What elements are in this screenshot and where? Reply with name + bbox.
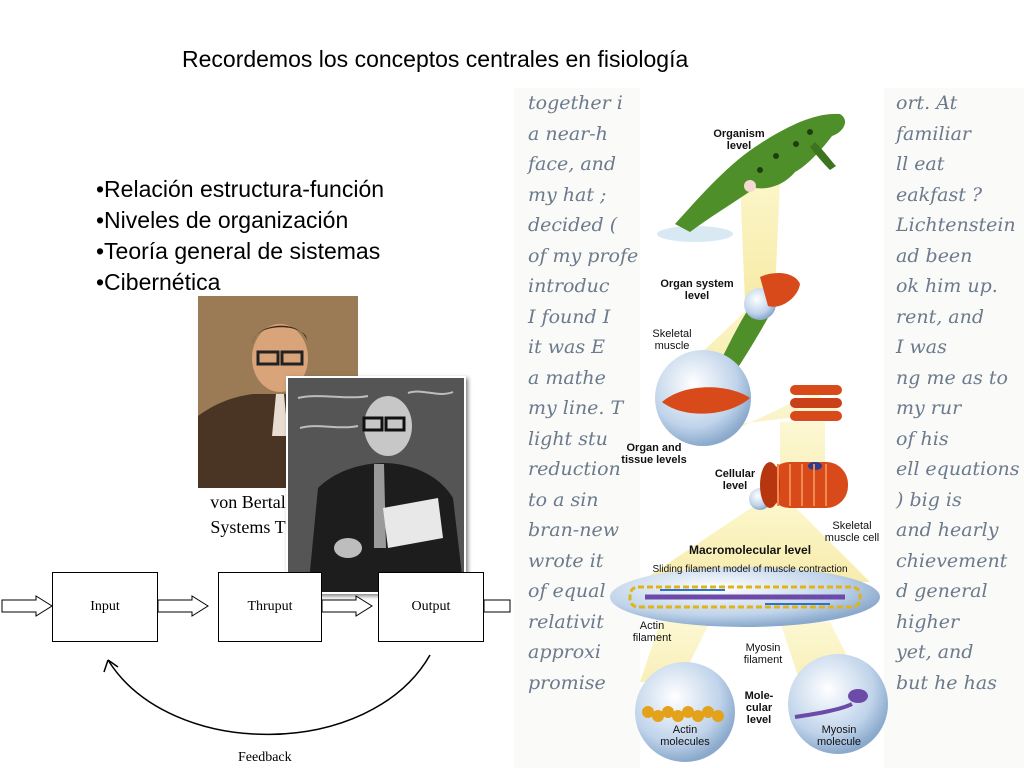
bullet-structure-function: •Relación estructura-función <box>96 176 385 202</box>
handwriting-line: of my profe <box>528 244 639 267</box>
label-sliding-filament-model: Sliding filament model of muscle contrac… <box>652 564 848 575</box>
handwriting-line: my line. T <box>528 397 624 419</box>
handwriting-line: yet, and <box>896 641 974 663</box>
output-box: Output <box>378 572 484 642</box>
handwriting-line: d general <box>896 580 988 602</box>
bertalanffy-caption-line2: Systems T <box>210 517 286 537</box>
bertalanffy-caption-line1: von Bertal <box>210 492 286 512</box>
label-cellular-level: Cellular level <box>714 468 756 492</box>
handwriting-line: decided ( <box>528 214 618 236</box>
label-organ-system-level: Organ system level <box>660 278 734 302</box>
handwriting-line: of equal <box>528 580 606 602</box>
handwriting-line: wrote it <box>528 549 604 572</box>
handwriting-line: introduc <box>528 275 610 297</box>
label-organism-level: Organism level <box>713 128 765 152</box>
handwriting-line: ell equations <box>896 458 1020 480</box>
handwriting-line: ll eat <box>896 153 945 175</box>
handwriting-line: my rur <box>896 397 962 419</box>
organization-levels-figure: Organism level Organ system level Skelet… <box>600 92 890 768</box>
zoom-beam <box>640 502 870 582</box>
handwriting-line: light stu <box>528 427 608 450</box>
input-arrow <box>1 595 53 617</box>
muscle-organ-sphere <box>655 350 751 446</box>
handwriting-line: relativit <box>528 610 604 633</box>
handwriting-line: it was E <box>528 336 606 358</box>
handwriting-line: a near-h <box>528 122 608 145</box>
handwriting-line: of his <box>896 427 949 450</box>
feedback-label: Feedback <box>238 750 292 765</box>
zoom-beam <box>640 622 710 682</box>
handwriting-line: together i <box>528 92 623 114</box>
label-myosin-molecule: Myosin molecule <box>816 724 862 748</box>
handwriting-line: reduction <box>528 458 621 480</box>
bullet-organization-levels: •Niveles de organización <box>96 207 349 233</box>
thruput-label: Thruput <box>247 599 293 614</box>
handwriting-line: I found I <box>528 305 611 328</box>
handwriting-line: ad been <box>896 244 973 267</box>
bertalanffy-caption: von Bertal Systems T <box>198 490 298 540</box>
muscle-tissue-bundle <box>790 385 842 421</box>
leg-muscle-illustration <box>720 272 800 372</box>
label-skeletal-muscle-cell: Skeletal muscle cell <box>824 520 880 544</box>
handwriting-line: promise <box>528 671 606 694</box>
output-label: Output <box>411 599 451 614</box>
label-macromolecular-level: Macromolecular level <box>688 543 812 557</box>
organization-levels-illustration <box>610 113 888 762</box>
handwriting-line: face, and <box>528 153 617 175</box>
bullet-list: •Relación estructura-función •Niveles de… <box>96 174 384 298</box>
thruput-arrow <box>157 595 209 617</box>
handwriting-line: familiar <box>896 122 972 145</box>
handwriting-line: ort. At <box>896 92 958 114</box>
label-actin-molecules: Actin molecules <box>660 724 710 748</box>
thruput-box: Thruput <box>218 572 322 642</box>
bullet-systems-theory: •Teoría general de sistemas <box>96 238 381 264</box>
label-skeletal-muscle: Skeletal muscle <box>652 328 692 352</box>
input-box: Input <box>52 572 158 642</box>
myosin-molecule-sphere <box>788 654 888 754</box>
label-organ-tissue-levels: Organ and tissue levels <box>621 442 687 466</box>
slide-title: Recordemos los conceptos centrales en fi… <box>182 46 689 72</box>
handwriting-line: ng me as to <box>896 366 1008 389</box>
muscle-cell-illustration <box>749 462 848 510</box>
output-arrow <box>321 595 373 617</box>
handwriting-line: ok him up. <box>896 275 998 297</box>
handwriting-line: bran-new <box>528 519 619 541</box>
handwriting-line: but he has <box>896 671 997 694</box>
handwriting-line: a mathe <box>528 366 606 389</box>
handwriting-line: Lichtenstein <box>896 214 1016 236</box>
handwriting-line: rent, and <box>896 305 985 328</box>
handwriting-line: ) big is <box>896 488 962 511</box>
handwriting-line: chievement <box>896 549 1008 572</box>
handwriting-left: together i a near-h face, and my hat ; d… <box>514 88 640 768</box>
input-label: Input <box>90 599 120 614</box>
exit-arrow <box>483 599 511 613</box>
feedback-arrowhead <box>103 659 119 673</box>
handwriting-line: eakfast ? <box>896 183 983 206</box>
handwriting-right: ort. At familiar ll eat eakfast ? Lichte… <box>884 88 1024 768</box>
label-actin-filament: Actin filament <box>632 620 672 644</box>
handwriting-line: I was <box>896 336 947 358</box>
frog-illustration <box>657 113 846 242</box>
handwriting-line: my hat ; <box>528 183 607 206</box>
handwriting-line: higher <box>896 610 960 633</box>
actin-molecules-sphere <box>635 662 735 762</box>
handwriting-line: and hearly <box>896 519 999 541</box>
zoom-beam <box>740 182 780 302</box>
bullet-cybernetics: •Cibernética <box>96 269 221 295</box>
feedback-curve <box>107 654 431 736</box>
label-molecular-level: Mole- cular level <box>744 690 774 726</box>
wiener-photo <box>286 376 466 594</box>
handwriting-line: to a sin <box>528 488 599 511</box>
handwriting-line: approxi <box>528 641 601 663</box>
sliding-filament-illustration <box>610 567 880 627</box>
label-myosin-filament: Myosin filament <box>743 642 783 666</box>
